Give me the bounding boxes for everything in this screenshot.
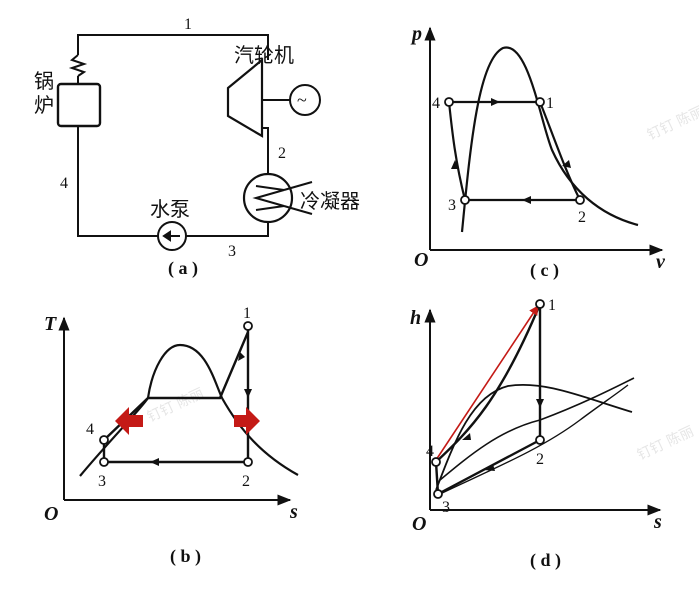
point-label-b-3: 3 bbox=[98, 473, 106, 490]
c-line-3-4 bbox=[447, 101, 467, 201]
d-x-axis-label: s bbox=[653, 511, 662, 533]
b-origin-label: O bbox=[44, 503, 58, 525]
condenser-symbol bbox=[242, 172, 294, 224]
point-label-d-3: 3 bbox=[442, 499, 450, 516]
point-label-a-4: 4 bbox=[60, 175, 68, 192]
superheater-coil bbox=[68, 54, 88, 77]
boiler-label-1: 锅 bbox=[34, 69, 54, 93]
c-flow-arrows bbox=[451, 98, 571, 204]
point-label-a-2: 2 bbox=[278, 145, 286, 162]
heat-reject-arrow bbox=[115, 407, 143, 435]
pump-label: 水泵 bbox=[150, 197, 190, 221]
c-saturation-curve bbox=[460, 46, 639, 233]
caption-c: ( c ) bbox=[530, 260, 559, 281]
c-state-points bbox=[444, 97, 585, 205]
point-label-a-1: 1 bbox=[184, 16, 192, 33]
caption-a: ( a ) bbox=[168, 258, 198, 279]
d-isobar-low bbox=[439, 384, 629, 495]
watermark: 钉钉 陈丽 bbox=[145, 385, 207, 426]
condenser-label: 冷凝器 bbox=[300, 189, 360, 213]
c-x-axis-label: v bbox=[656, 251, 666, 273]
b-heat-arrows bbox=[115, 407, 260, 435]
pump-arrow-head bbox=[162, 230, 171, 242]
turbine-symbol bbox=[226, 57, 264, 138]
d-line-4-1 bbox=[435, 303, 542, 463]
caption-b: ( b ) bbox=[170, 546, 201, 567]
d-flow-arrows bbox=[462, 399, 544, 471]
c-y-axis-label: p bbox=[410, 23, 422, 45]
cooling-water-in bbox=[283, 181, 313, 191]
pipe-condenser-to-pump bbox=[186, 222, 269, 237]
point-label-b-1: 1 bbox=[243, 305, 251, 322]
d-red-reference-line bbox=[435, 305, 539, 461]
panel-d-hs bbox=[424, 303, 662, 516]
c-origin-label: O bbox=[414, 249, 428, 271]
pipe-pump-to-boiler bbox=[77, 126, 158, 237]
generator-label: ~ bbox=[297, 90, 307, 110]
condenser-coil bbox=[252, 185, 285, 211]
point-label-b-4: 4 bbox=[86, 421, 94, 438]
point-label-d-2: 2 bbox=[536, 451, 544, 468]
d-y-axis-label: h bbox=[410, 307, 421, 329]
b-saturation-curve bbox=[79, 343, 299, 477]
pipe-boiler-to-turbine bbox=[77, 34, 269, 60]
watermark: 钉钉 陈丽 bbox=[645, 103, 699, 144]
point-label-d-1: 1 bbox=[548, 297, 556, 314]
cooling-water-out bbox=[283, 205, 313, 215]
boiler-box bbox=[56, 82, 102, 128]
point-label-c-1: 1 bbox=[546, 95, 554, 112]
generator-symbol bbox=[289, 84, 321, 116]
point-label-d-4: 4 bbox=[426, 443, 434, 460]
caption-d: ( d ) bbox=[530, 550, 561, 571]
c-line-1-2 bbox=[538, 101, 581, 201]
point-label-c-2: 2 bbox=[578, 209, 586, 226]
boiler-label-2: 炉 bbox=[34, 93, 54, 117]
panel-a-schematic bbox=[56, 34, 321, 251]
point-label-a-3: 3 bbox=[228, 243, 236, 260]
heat-output-arrow bbox=[234, 407, 260, 435]
pipe-turbine-to-condenser bbox=[262, 127, 269, 174]
d-state-points bbox=[431, 299, 545, 499]
b-x-axis-label: s bbox=[289, 501, 298, 523]
b-y-axis-label: T bbox=[44, 313, 57, 335]
panel-c-pv bbox=[424, 26, 664, 256]
d-line-3-4 bbox=[434, 461, 440, 495]
d-origin-label: O bbox=[412, 513, 426, 535]
point-label-b-2: 2 bbox=[242, 473, 250, 490]
watermark: 钉钉 陈丽 bbox=[635, 423, 697, 464]
turbine-label: 汽轮机 bbox=[234, 43, 294, 67]
b-state-points bbox=[99, 321, 253, 467]
point-label-c-4: 4 bbox=[432, 95, 440, 112]
point-label-c-3: 3 bbox=[448, 197, 456, 214]
